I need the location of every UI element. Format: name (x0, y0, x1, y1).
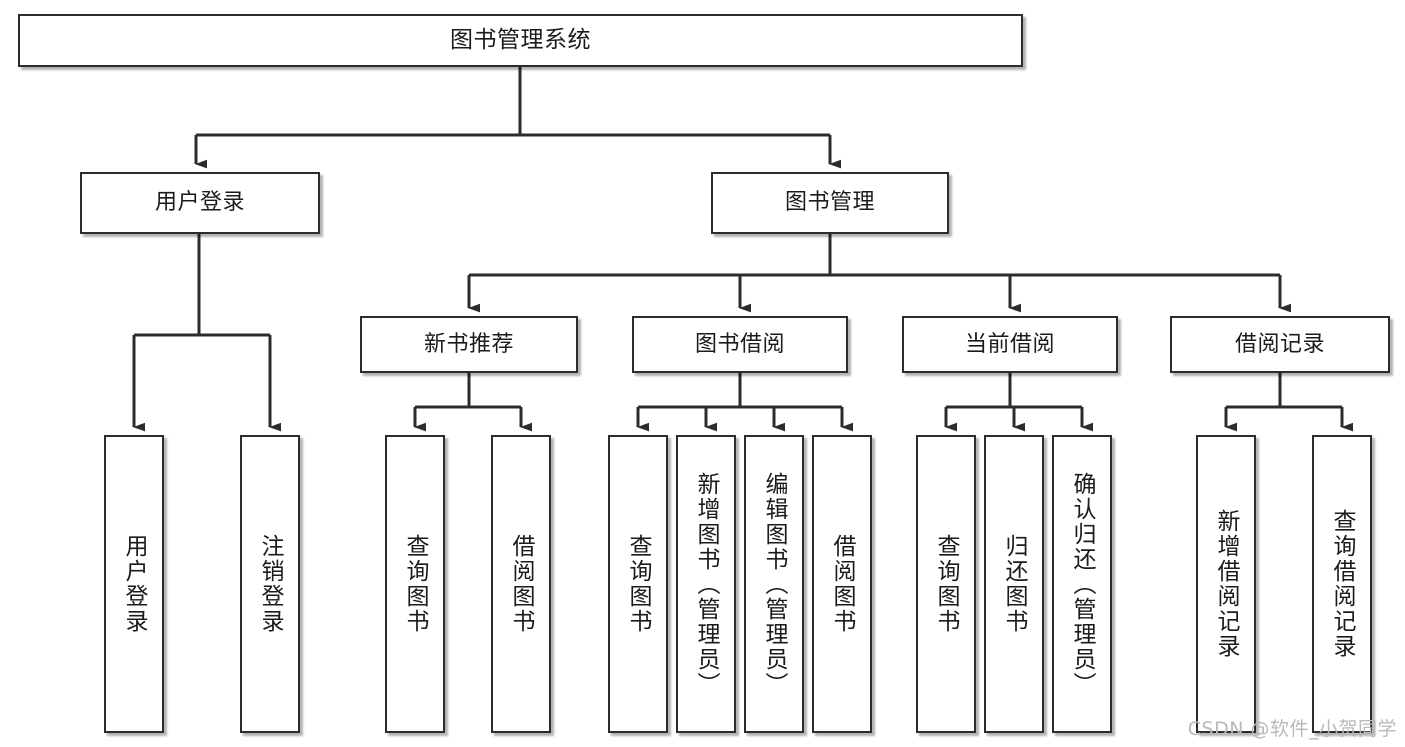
leaf-label: 查询借阅记录 (1329, 509, 1356, 659)
node-new-book-recommend[interactable]: 新书推荐 (360, 316, 578, 373)
leaf-book-borrow-3[interactable]: 借阅图书 (812, 435, 872, 733)
node-new-book-recommend-label: 新书推荐 (423, 331, 514, 357)
leaf-current-borrow-2[interactable]: 确认归还（管理员） (1052, 435, 1112, 733)
leaf-book-borrow-1[interactable]: 新增图书（管理员） (676, 435, 736, 733)
leaf-borrow-record-1[interactable]: 查询借阅记录 (1312, 435, 1372, 733)
node-book-borrow-label: 图书借阅 (694, 331, 785, 357)
leaf-label: 注销登录 (257, 534, 284, 634)
node-book-management-label: 图书管理 (784, 190, 875, 216)
leaf-label: 借阅图书 (829, 534, 856, 634)
node-user-login-label: 用户登录 (154, 190, 245, 216)
node-current-borrow-label: 当前借阅 (964, 331, 1055, 357)
node-borrow-record-label: 借阅记录 (1234, 331, 1325, 357)
node-root-label: 图书管理系统 (450, 27, 591, 54)
leaf-new-book-recommend-0[interactable]: 查询图书 (385, 435, 445, 733)
leaf-new-book-recommend-1[interactable]: 借阅图书 (491, 435, 551, 733)
leaf-label: 查询图书 (402, 534, 429, 634)
leaf-label: 借阅图书 (508, 534, 535, 634)
node-root[interactable]: 图书管理系统 (18, 14, 1023, 67)
leaf-label: 新增图书（管理员） (693, 471, 720, 697)
leaf-book-borrow-2[interactable]: 编辑图书（管理员） (744, 435, 804, 733)
leaf-book-borrow-0[interactable]: 查询图书 (608, 435, 668, 733)
node-book-borrow[interactable]: 图书借阅 (632, 316, 848, 373)
leaf-label: 编辑图书（管理员） (761, 471, 788, 697)
leaf-label: 新增借阅记录 (1213, 509, 1240, 659)
node-current-borrow[interactable]: 当前借阅 (902, 316, 1118, 373)
leaf-label: 查询图书 (625, 534, 652, 634)
leaf-label: 确认归还（管理员） (1069, 471, 1096, 697)
node-user-login[interactable]: 用户登录 (80, 172, 320, 234)
leaf-label: 归还图书 (1001, 534, 1028, 634)
leaf-current-borrow-1[interactable]: 归还图书 (984, 435, 1044, 733)
leaf-user-login-0[interactable]: 用户登录 (104, 435, 164, 733)
leaf-label: 查询图书 (933, 534, 960, 634)
leaf-current-borrow-0[interactable]: 查询图书 (916, 435, 976, 733)
watermark: CSDN @软件_小贺同学 (1187, 718, 1397, 740)
leaf-user-login-1[interactable]: 注销登录 (240, 435, 300, 733)
leaf-borrow-record-0[interactable]: 新增借阅记录 (1196, 435, 1256, 733)
leaf-label: 用户登录 (121, 534, 148, 634)
node-borrow-record[interactable]: 借阅记录 (1170, 316, 1390, 373)
node-book-management[interactable]: 图书管理 (711, 172, 949, 234)
